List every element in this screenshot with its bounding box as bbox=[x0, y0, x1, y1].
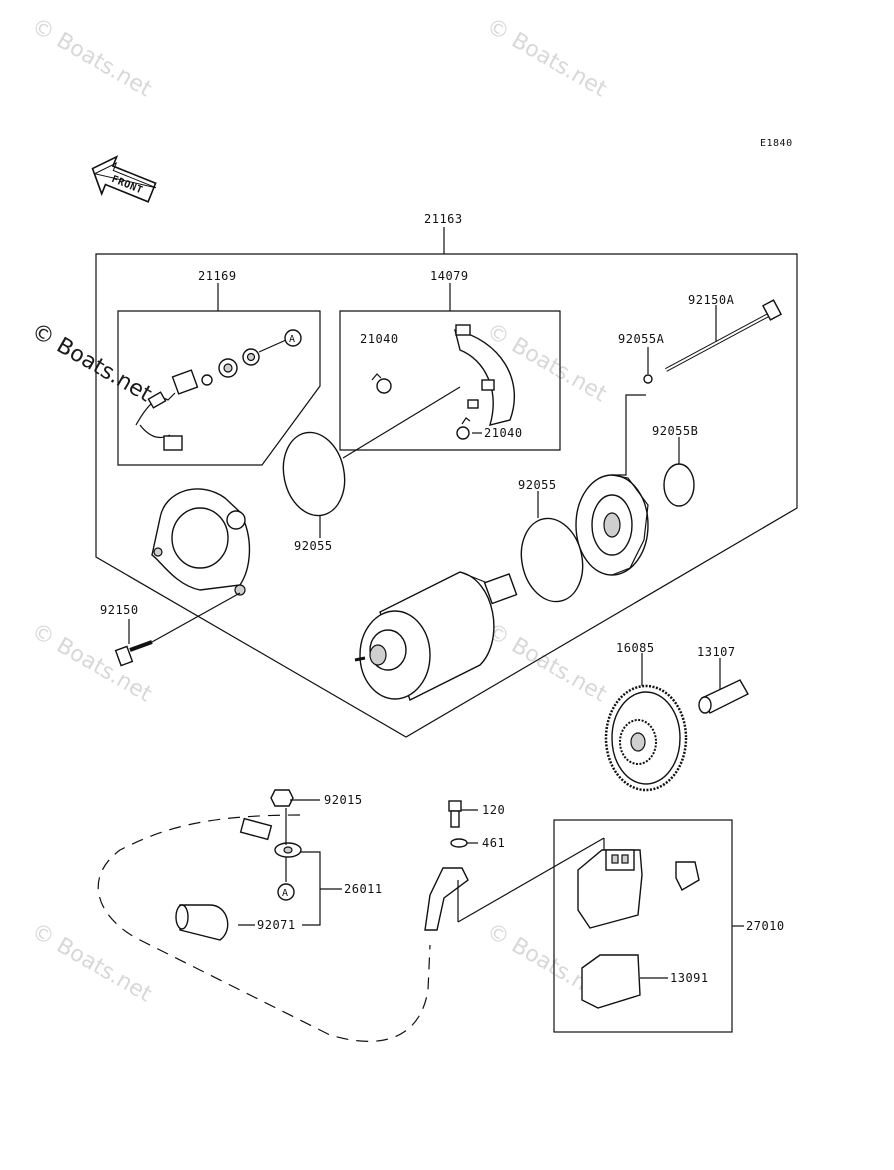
part-label-461: 461 bbox=[482, 836, 505, 850]
part-label-21169: 21169 bbox=[198, 269, 237, 283]
part-label-13107: 13107 bbox=[697, 645, 736, 659]
oring-left bbox=[282, 431, 346, 517]
part-label-14079: 14079 bbox=[430, 269, 469, 283]
part-label-13091: 13091 bbox=[670, 971, 709, 985]
part-label-26011: 26011 bbox=[344, 882, 383, 896]
terminal-parts bbox=[424, 800, 605, 931]
brush-holder-parts bbox=[135, 339, 287, 451]
relay-box bbox=[553, 819, 744, 1033]
part-label-16085: 16085 bbox=[616, 641, 655, 655]
rear-cover bbox=[575, 394, 649, 576]
bolt-92150 bbox=[114, 592, 241, 667]
armature bbox=[354, 571, 518, 701]
callout-a-label: A bbox=[289, 334, 296, 345]
washer-92055a bbox=[643, 374, 653, 384]
part-label-92071: 92071 bbox=[257, 918, 296, 932]
idle-gear bbox=[604, 653, 688, 792]
watermark: © Boats.net bbox=[482, 14, 611, 103]
watermark: © Boats.net bbox=[482, 619, 611, 708]
part-label-92150A: 92150A bbox=[688, 293, 735, 307]
watermark: © Boats.net bbox=[27, 919, 156, 1008]
shaft bbox=[698, 658, 749, 714]
front-arrow-icon: FRONT bbox=[91, 155, 157, 203]
part-label-92150: 92150 bbox=[100, 603, 139, 617]
watermark: © Boats.net bbox=[27, 319, 156, 408]
part-label-21040-top: 21040 bbox=[360, 332, 399, 346]
part-label-21040-bottom: 21040 bbox=[484, 426, 523, 440]
connector-line bbox=[342, 386, 461, 459]
part-label-92055-right: 92055 bbox=[518, 478, 557, 492]
brush-plate-box bbox=[339, 283, 561, 451]
callout-a-circle-2 bbox=[277, 883, 295, 901]
through-bolt bbox=[665, 299, 783, 372]
part-label-21163: 21163 bbox=[424, 212, 463, 226]
oring-92055b bbox=[663, 463, 695, 507]
brush-plate-parts bbox=[371, 324, 515, 440]
oring-right bbox=[520, 517, 584, 603]
part-label-27010: 27010 bbox=[746, 919, 785, 933]
watermark: © Boats.net bbox=[27, 14, 156, 103]
watermark: © Boats.net bbox=[27, 619, 156, 708]
callout-a-label-2: A bbox=[282, 888, 289, 899]
part-label-92055B: 92055B bbox=[652, 424, 698, 438]
brush-holder-box bbox=[117, 283, 321, 466]
part-label-92015: 92015 bbox=[324, 793, 363, 807]
front-housing bbox=[151, 488, 251, 596]
cable-assembly bbox=[97, 789, 431, 1042]
starter-assembly-outline bbox=[95, 227, 798, 738]
part-label-92055A: 92055A bbox=[618, 332, 665, 346]
diagram-code: E1840 bbox=[760, 138, 793, 149]
part-label-92055-left: 92055 bbox=[294, 539, 333, 553]
callout-a-circle bbox=[284, 329, 302, 347]
part-label-120: 120 bbox=[482, 803, 505, 817]
